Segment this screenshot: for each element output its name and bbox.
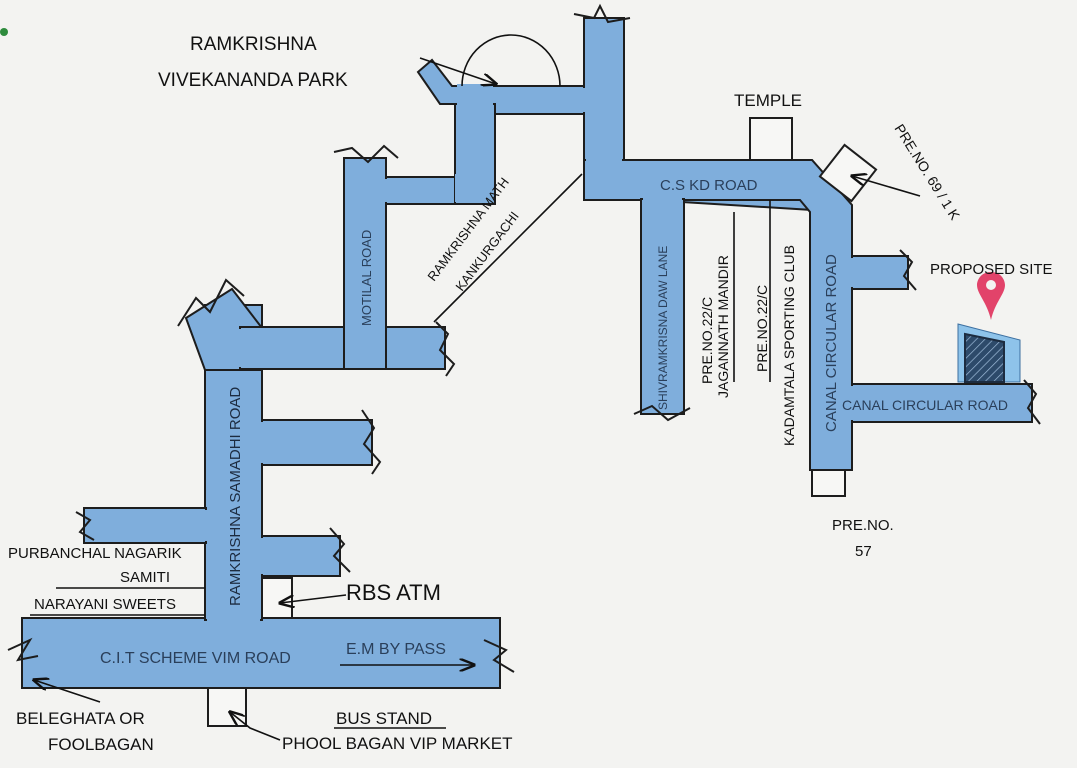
seam-samadhi-connector: [238, 329, 264, 367]
road-branch-purbanchal: [83, 507, 207, 544]
road-branch-right-lower: [261, 535, 341, 577]
label-beleghata-line2: FOOLBAGAN: [48, 735, 154, 754]
label-jagannath-line1: PRE.NO.22/C: [699, 297, 715, 384]
label-road-canal-horizontal: CANAL CIRCULAR ROAD: [842, 397, 1008, 413]
pointer-beleghata: [34, 680, 101, 703]
label-road-samadhi: RAMKRISHNA SAMADHI ROAD: [227, 387, 244, 606]
label-purbanchal-line1: PURBANCHAL NAGARIK: [8, 545, 182, 562]
label-temple: TEMPLE: [734, 91, 802, 110]
break-right-upper: [361, 409, 382, 475]
break-canal-h: [1023, 379, 1041, 425]
road-canal-branch: [851, 255, 909, 290]
road-connector-math: [385, 176, 459, 205]
label-math-line2: KANKURGACHI: [452, 209, 521, 294]
break-canal-branch: [899, 249, 917, 291]
label-phool-bagan: PHOOL BAGAN VIP MARKET: [282, 734, 513, 753]
park-semicircle: [461, 34, 561, 87]
corner-leaf-dot: [0, 28, 8, 36]
seam-canal-h: [848, 386, 856, 420]
label-kadamtala-line1: PRE.NO.22/C: [754, 285, 770, 372]
label-road-motilal: MOTILAL ROAD: [359, 230, 374, 326]
road-shivramkrisna-daw-lane: [640, 198, 685, 415]
break-samadhi-top: [177, 278, 245, 327]
break-motilal-top: [333, 144, 399, 164]
label-purbanchal-line2: SAMITI: [120, 569, 170, 586]
label-beleghata-line1: BELEGHATA OR: [16, 709, 145, 728]
label-rbs-atm: RBS ATM: [346, 580, 441, 605]
label-park-line2: VIVEKANANDA PARK: [158, 70, 348, 91]
seam-cs-kd: [582, 88, 622, 112]
label-kadamtala-line2: KADAMTALA SPORTING CLUB: [781, 245, 797, 446]
rbs-atm-box: [261, 577, 293, 619]
seam-shivram: [643, 196, 682, 204]
break-cit-left: [7, 637, 39, 662]
label-narayani: NARAYANI SWEETS: [34, 596, 176, 613]
seam-math-connector: [383, 179, 389, 202]
break-cit-right: [483, 639, 515, 673]
label-bus-stand: BUS STAND: [336, 709, 432, 728]
break-cs-kd-top: [573, 3, 631, 24]
seam-park-top: [457, 84, 493, 108]
seam-math-vertical: [455, 174, 461, 202]
label-pre-69: PRE.NO. 69 / 1 K: [891, 121, 963, 223]
seam-purbanchal: [203, 510, 209, 541]
seam-cs-kd-joint: [586, 158, 622, 198]
label-pre-57-line2: 57: [855, 543, 872, 560]
pointer-atm: [280, 594, 347, 603]
pre-57-box: [811, 469, 846, 497]
seam-right-lower: [259, 538, 265, 574]
break-shivram-bottom: [633, 404, 691, 422]
break-purbanchal: [75, 511, 95, 541]
break-right-lower: [329, 527, 351, 573]
label-jagannath-line2: JAGANNATH MANDIR: [715, 255, 731, 398]
pointer-math: [433, 173, 583, 323]
seam-right-upper: [259, 422, 265, 463]
road-branch-right-upper: [261, 419, 373, 466]
road-motilal: [343, 157, 387, 370]
label-road-canal-vertical: CANAL CIRCULAR ROAD: [823, 254, 840, 432]
label-pre-57-line1: PRE.NO.: [832, 517, 894, 534]
road-cit-scheme-vim: [21, 617, 501, 689]
label-road-shivramkrisna: SHIVRAMKRISNA DAW LANE: [656, 246, 670, 410]
road-connector-motilal: [239, 326, 446, 370]
label-road-em-bypass: E.M BY PASS: [346, 641, 446, 658]
map-pin-icon: [977, 272, 1005, 320]
temple-box: [749, 117, 793, 161]
label-road-cs-kd: C.S KD ROAD: [660, 177, 758, 194]
label-park-line1: RAMKRISHNA: [190, 34, 317, 55]
pointer-bus-stand: [230, 712, 281, 741]
seam-motilal-connector: [346, 325, 384, 331]
seam-canal-branch: [848, 258, 856, 287]
label-road-cit: C.I.T SCHEME VIM ROAD: [100, 650, 291, 667]
pointer-pre69: [852, 176, 921, 197]
seam-cit-samadhi: [207, 616, 260, 622]
break-connector-right: [435, 321, 456, 377]
road-park-top: [416, 58, 589, 115]
proposed-site-building: [964, 332, 1005, 383]
pointer-park: [419, 57, 496, 84]
label-proposed-site: PROPOSED SITE: [930, 261, 1053, 278]
